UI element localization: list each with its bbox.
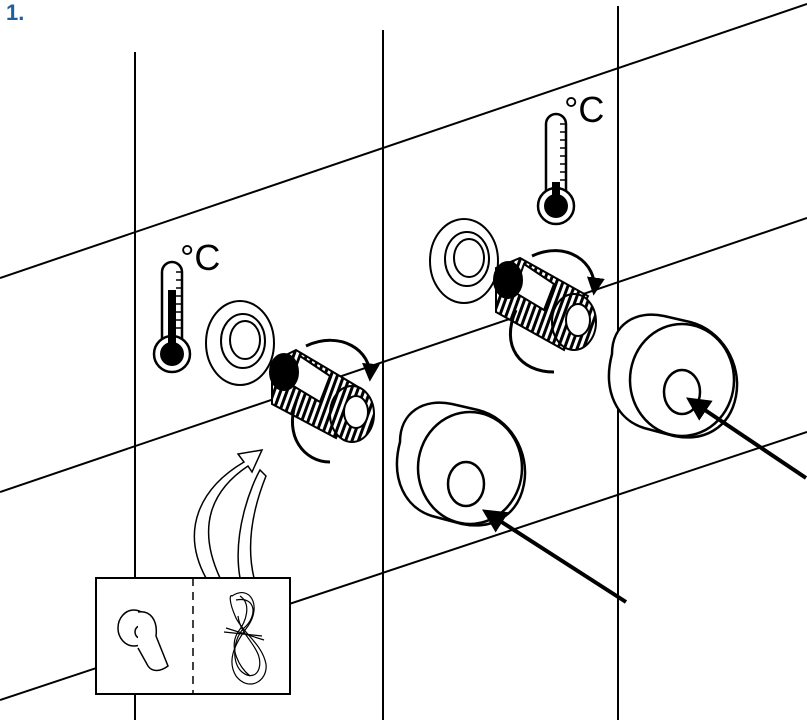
ptfe-tape-icon bbox=[117, 609, 169, 672]
hemp-thread-icon bbox=[223, 592, 267, 685]
eccentric-connector-right bbox=[493, 256, 597, 352]
thermometer-icon-right bbox=[536, 112, 576, 226]
insertion-arrows bbox=[481, 397, 807, 604]
eccentric-connector-left bbox=[269, 348, 375, 443]
thermometer-icon-left bbox=[152, 260, 192, 374]
callout-arrow bbox=[193, 449, 267, 579]
rotate-arrow-icon-right bbox=[508, 249, 605, 374]
wall-outlet-washer-right bbox=[429, 218, 499, 304]
temperature-unit-right: °C bbox=[564, 89, 604, 130]
wall-outlet-washer-left bbox=[205, 300, 275, 386]
cover-rosette-left bbox=[395, 401, 527, 527]
step-number: 1. bbox=[6, 0, 25, 25]
temperature-unit-left: °C bbox=[180, 237, 220, 278]
sealing-options-inset bbox=[95, 577, 291, 695]
rotate-arrow-icon-left bbox=[290, 338, 380, 464]
